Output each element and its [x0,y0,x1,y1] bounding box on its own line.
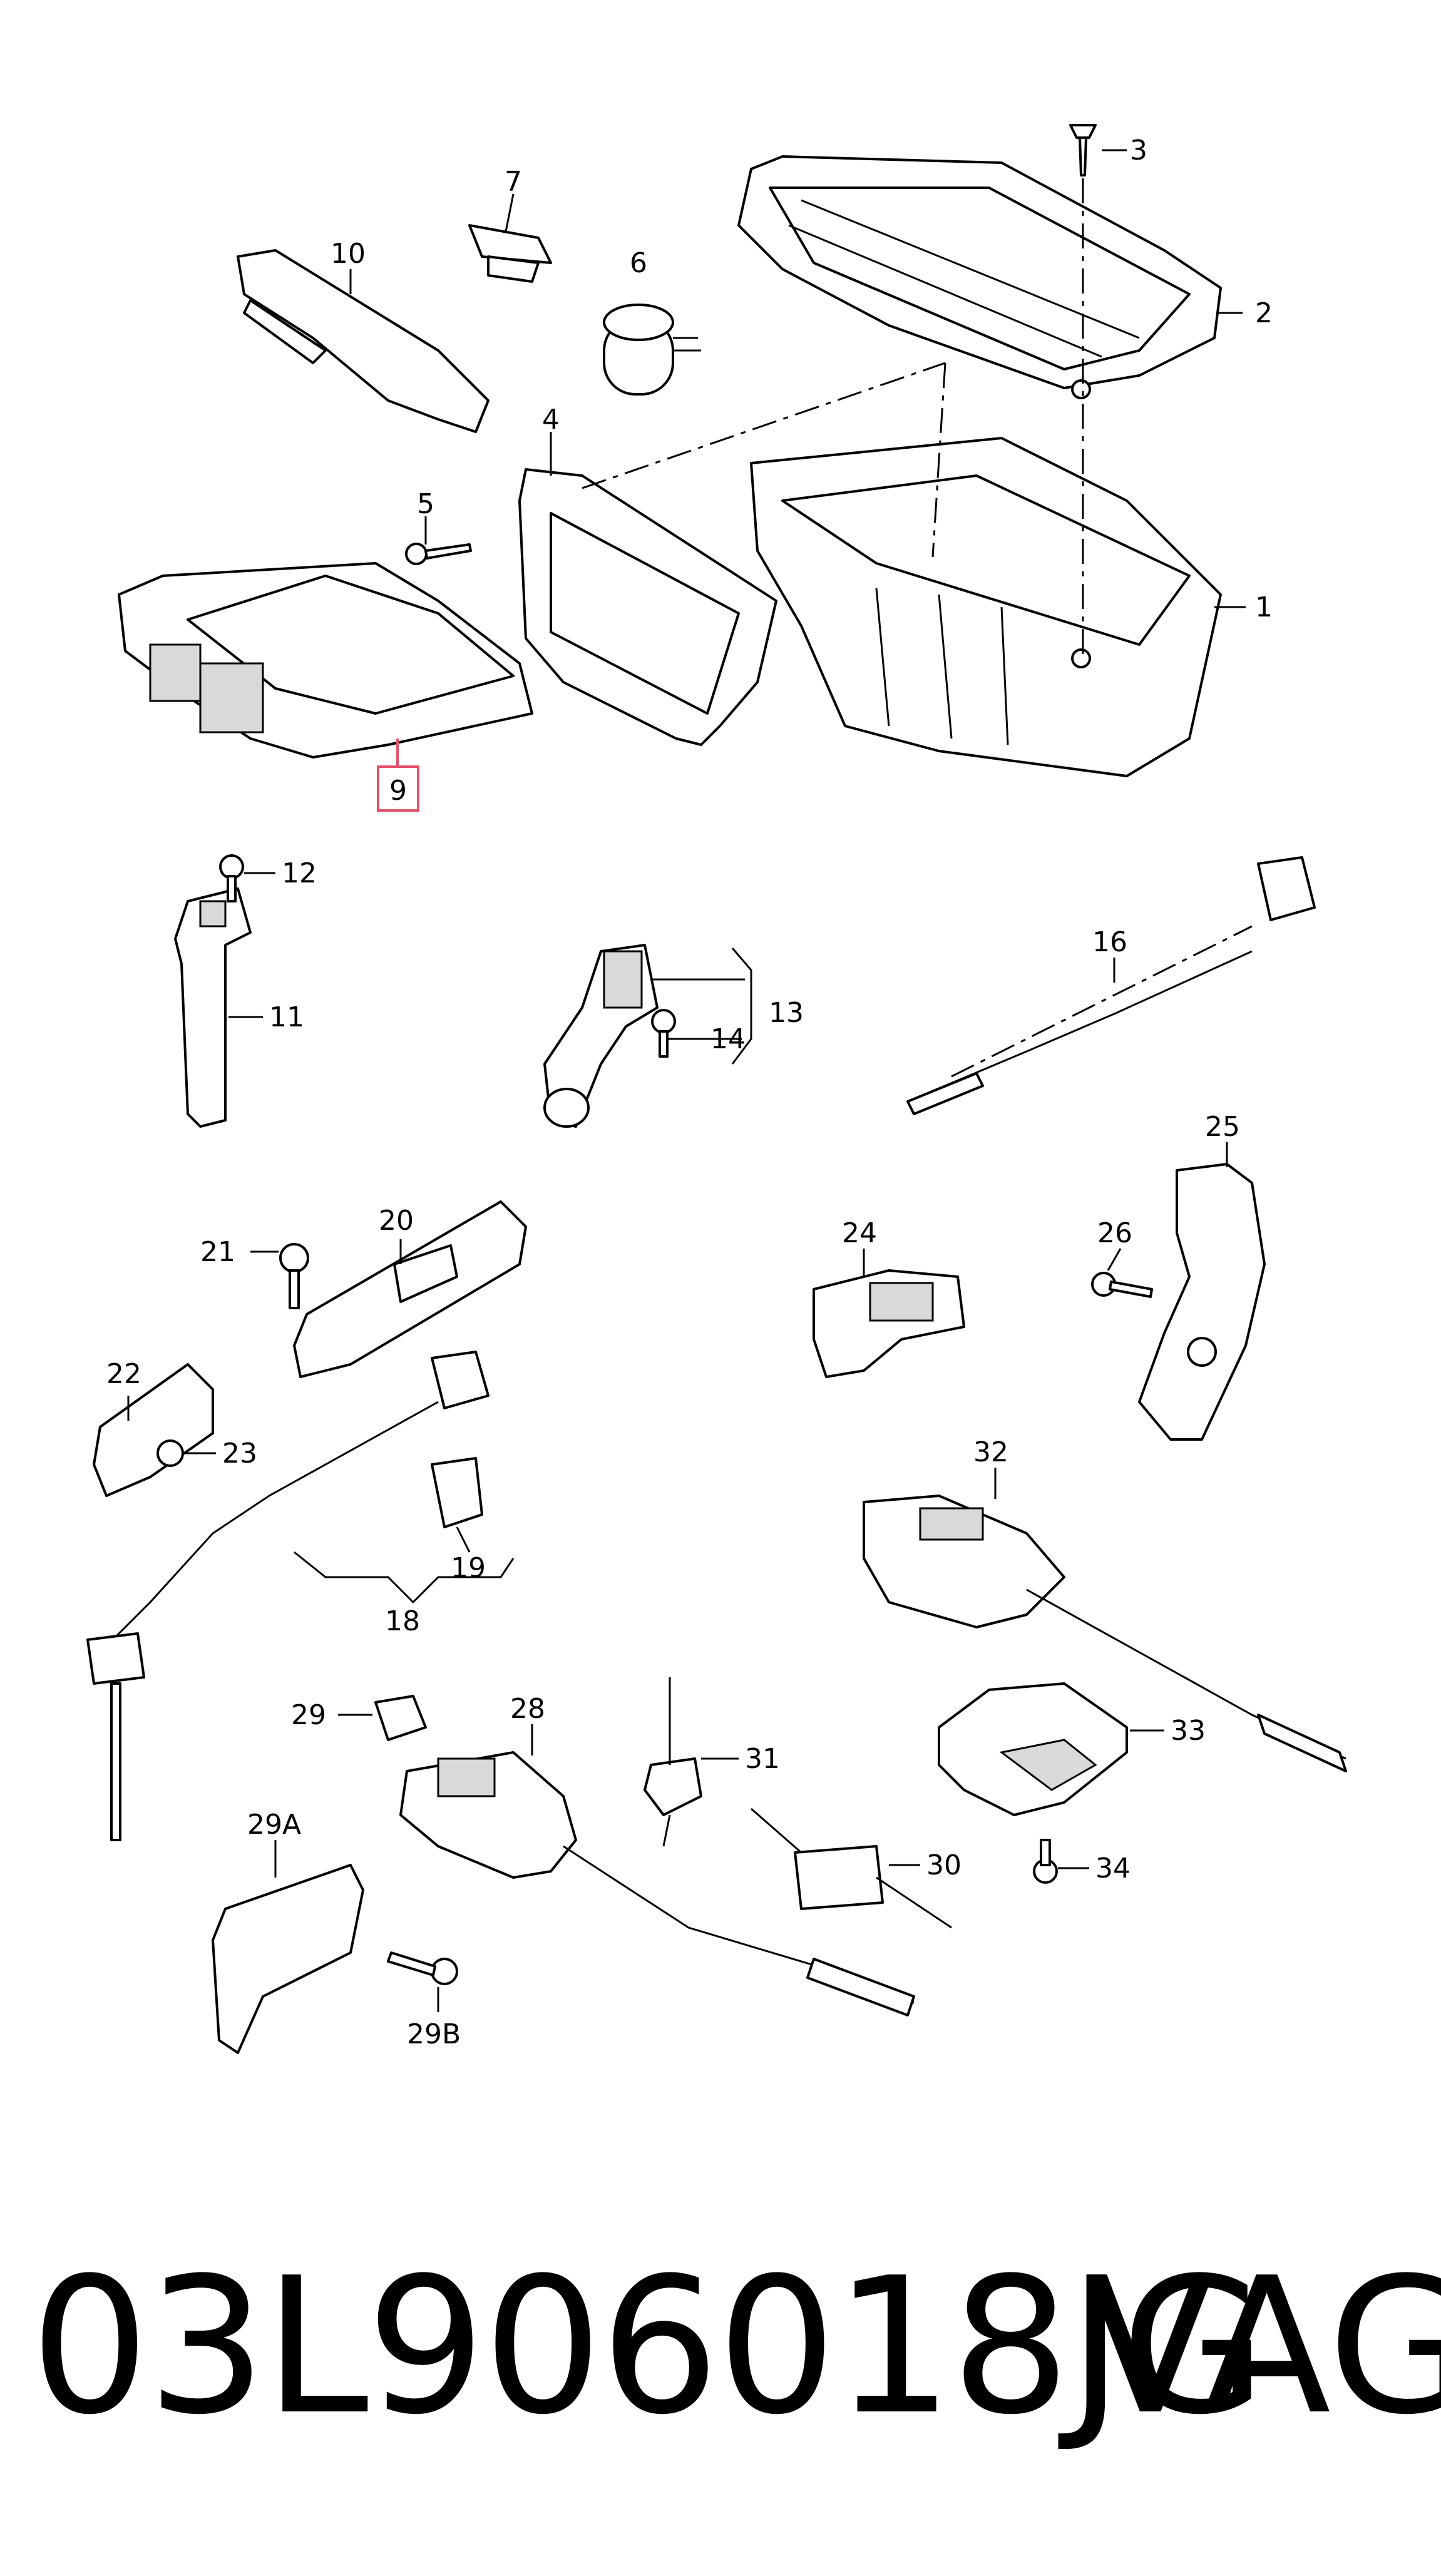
part-11-sensor [174,887,252,1128]
callout-34: 34 [1095,1853,1131,1884]
callout-32: 32 [973,1436,1008,1468]
callout-23: 23 [222,1438,257,1469]
callout-29a: 29A [247,1809,301,1841]
part-number: 03L906018JG [30,2237,1266,2456]
callout-31: 31 [745,1743,780,1775]
part-30-connector [751,1807,952,1929]
part-16-sensor-cable [906,856,1316,1115]
part-26-screw [1091,1272,1153,1298]
part-9-ecu [118,562,533,759]
part-31-clamp [644,1677,702,1847]
part-14-screw [651,1009,676,1058]
callout-30: 30 [926,1849,962,1881]
part-24-pressure-sensor [813,1269,965,1378]
callout-29: 29 [291,1699,326,1731]
callout-13: 13 [769,997,804,1029]
part-28-sensor [399,1751,915,2016]
part-20-bracket [293,1200,527,1378]
part-5-screw [405,543,472,565]
part-2-housing-lid [737,155,1222,399]
part-3-screw [1069,124,1127,657]
callout-25: 25 [1205,1111,1240,1143]
callout-16: 16 [1092,926,1127,958]
callout-14: 14 [710,1023,746,1055]
part-12-screw [219,854,244,902]
callout-24: 24 [842,1217,877,1249]
callout-9: 9 [389,775,407,807]
callout-33: 33 [1171,1715,1206,1747]
callout-29b: 29B [407,2018,461,2050]
part-19-clip [431,1457,483,1528]
callout-7: 7 [505,166,522,198]
parts-exploded-diagram: 1 2 3 4 5 6 7 9 10 11 12 13 14 16 18 19 … [86,124,1347,2054]
part-29-nut [374,1695,427,1741]
part-7-clip [468,224,552,283]
callout-20: 20 [379,1205,414,1237]
callout-22: 22 [106,1358,141,1390]
callout-18: 18 [385,1605,420,1637]
part-29a-bracket [212,1864,364,2054]
part-23-nut [156,1439,184,1467]
part-34-screw [1033,1839,1058,1884]
part-4-bracket [518,362,946,746]
callout-19: 19 [451,1552,486,1584]
part-13-sensor-assembly [543,944,752,1128]
callout-9-highlight [377,765,419,812]
callout-1: 1 [1255,591,1273,623]
callout-2: 2 [1255,297,1273,329]
callout-6: 6 [630,247,647,279]
part-1-housing-tray [750,437,1222,777]
part-21-screw [279,1243,309,1309]
part-18-temp-sensor [86,1351,515,1841]
brand-name: VAG [1086,2237,1441,2456]
callout-26: 26 [1097,1217,1132,1249]
part-10-cover [237,249,490,433]
part-25-bracket [1138,1163,1266,1441]
part-6-relay [603,304,701,396]
part-33-bracket [938,1682,1128,1816]
callout-10: 10 [331,238,366,270]
part-32-nox-sensor [863,1495,1347,1772]
callout-labels: 1 2 3 4 5 6 7 9 10 11 12 13 14 16 18 19 … [106,135,1273,2050]
part-29b-screw [387,1951,458,1985]
callout-3: 3 [1130,135,1147,166]
callout-4: 4 [542,404,560,436]
callout-21: 21 [200,1236,235,1268]
callout-12: 12 [282,857,317,889]
callout-5: 5 [417,488,434,520]
callout-11: 11 [269,1001,304,1033]
callout-28: 28 [510,1693,545,1725]
